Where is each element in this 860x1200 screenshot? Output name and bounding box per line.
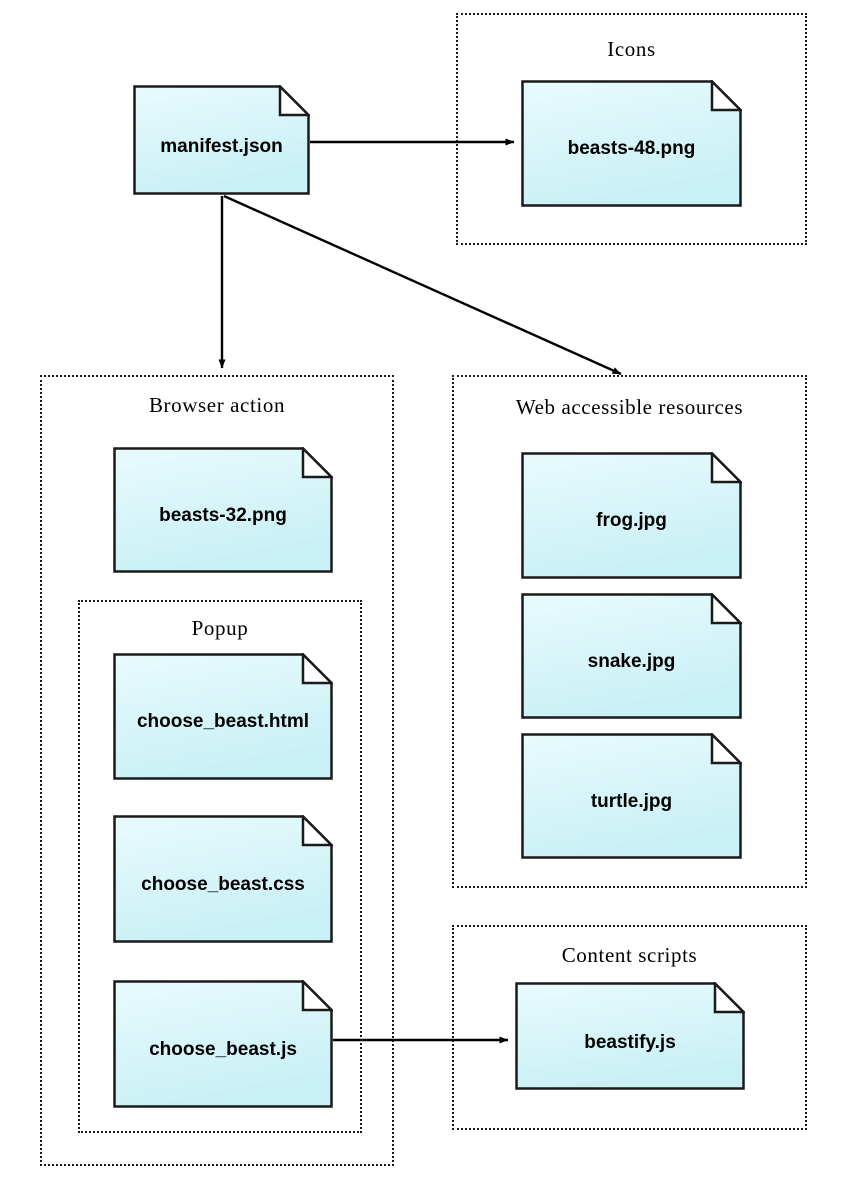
file-node-beasts-32[interactable]: beasts-32.png — [113, 447, 333, 573]
group-browser-action: Browser action — [40, 375, 394, 1166]
file-node-manifest[interactable]: manifest.json — [133, 85, 310, 195]
group-popup: Popup — [78, 600, 362, 1133]
file-node-frog[interactable]: frog.jpg — [521, 452, 742, 579]
group-label-browser-action: Browser action — [148, 393, 286, 417]
group-label-web-accessible-resources: Web accessible resources — [515, 395, 744, 419]
file-node-choose-beast-css[interactable]: choose_beast.css — [113, 815, 333, 943]
file-node-choose-beast-html[interactable]: choose_beast.html — [113, 653, 333, 780]
file-node-turtle[interactable]: turtle.jpg — [521, 733, 742, 859]
file-node-beasts-48[interactable]: beasts-48.png — [521, 80, 742, 207]
group-web-accessible-resources: Web accessible resources — [452, 375, 807, 888]
file-node-snake[interactable]: snake.jpg — [521, 593, 742, 719]
group-label-popup: Popup — [191, 616, 249, 640]
group-content-scripts: Content scripts — [452, 925, 807, 1130]
file-node-beastify[interactable]: beastify.js — [515, 982, 745, 1090]
group-icons: Icons — [456, 13, 807, 245]
group-label-icons: Icons — [607, 37, 656, 61]
group-label-content-scripts: Content scripts — [561, 943, 698, 967]
file-node-choose-beast-js[interactable]: choose_beast.js — [113, 980, 333, 1108]
